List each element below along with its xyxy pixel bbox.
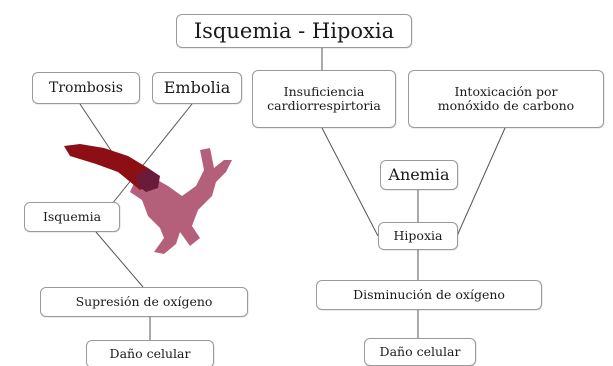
supresion-node: Supresión de oxígeno xyxy=(40,287,248,317)
anemia-text: Anemia xyxy=(388,164,450,184)
dano-celular-left-text: Daño celular xyxy=(109,345,191,361)
vessel-main xyxy=(64,144,156,190)
trombosis-node: Trombosis xyxy=(32,72,140,104)
title-node: Isquemia - Hipoxia xyxy=(176,14,412,48)
supresion-text: Supresión de oxígeno xyxy=(75,293,213,309)
embolia-text: Embolia xyxy=(163,77,231,97)
trombosis-text: Trombosis xyxy=(49,79,123,96)
dano-celular-right-node: Daño celular xyxy=(364,338,476,366)
connector-insuficiencia-hipoxia xyxy=(321,127,379,237)
connector-intoxicacion-hipoxia xyxy=(456,127,506,237)
connector-trombosis-isquemia xyxy=(79,103,113,153)
hipoxia-text: Hipoxia xyxy=(393,227,443,243)
embolia-node: Embolia xyxy=(152,72,242,104)
dano-celular-right-text: Daño celular xyxy=(379,343,461,359)
intoxicacion-text: Intoxicación por monóxido de carbono xyxy=(437,83,575,113)
connector-embolia-isquemia xyxy=(111,103,193,205)
vessel-clot xyxy=(136,168,160,192)
intoxicacion-node: Intoxicación por monóxido de carbono xyxy=(408,70,604,128)
blood-vessel-illustration xyxy=(64,144,232,254)
isquemia-text: Isquemia xyxy=(42,208,102,224)
vessel-branch xyxy=(130,148,232,254)
disminucion-node: Disminución de oxígeno xyxy=(316,280,542,310)
insuficiencia-text: Insuficiencia cardiorrespirtoria xyxy=(267,83,381,113)
disminucion-text: Disminución de oxígeno xyxy=(353,286,505,302)
dano-celular-left-node: Daño celular xyxy=(86,340,214,366)
anemia-node: Anemia xyxy=(380,160,458,190)
title-text: Isquemia - Hipoxia xyxy=(193,18,395,43)
isquemia-node: Isquemia xyxy=(24,202,120,232)
connector-isquemia-supresion xyxy=(95,231,144,288)
insuficiencia-node: Insuficiencia cardiorrespirtoria xyxy=(252,70,396,128)
hipoxia-node: Hipoxia xyxy=(378,222,458,250)
